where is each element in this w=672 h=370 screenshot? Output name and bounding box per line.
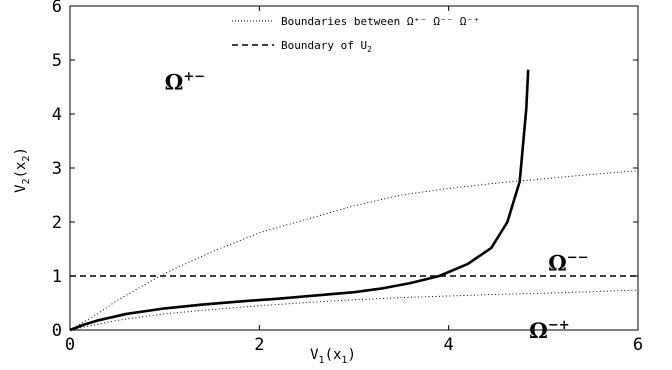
plot-marks: [69, 69, 639, 332]
y-tick-label: 4: [52, 105, 62, 125]
legend-entry-boundaries: Boundaries between Ω⁺⁻ Ω⁻⁻ Ω⁻⁺: [281, 15, 480, 28]
axis-ticks: 0 2 4 6 0 1 2 3 4 5 6: [52, 0, 643, 355]
legend: Boundaries between Ω⁺⁻ Ω⁻⁻ Ω⁻⁺ Boundary …: [232, 15, 480, 54]
x-tick-label: 6: [633, 335, 643, 355]
y-tick-label: 5: [52, 51, 62, 71]
legend-entry-u2-boundary: Boundary of U2: [281, 39, 372, 54]
plot-frame: [69, 5, 639, 331]
region-label: Ω−−: [548, 251, 589, 276]
region-label: Ω+−: [165, 70, 206, 95]
series-line-solid-bold: [69, 69, 530, 332]
x-tick-label: 0: [65, 335, 75, 355]
x-tick-label: 2: [254, 335, 264, 355]
y-tick-label: 3: [52, 159, 62, 179]
series-line-dotted: [69, 170, 639, 331]
region-label: Ω−+: [529, 318, 570, 343]
region-labels: Ω+− Ω−− Ω−+: [165, 70, 589, 343]
y-axis-label: V2(x2): [13, 147, 32, 193]
x-axis-label: V1(x1): [310, 347, 356, 366]
y-tick-label: 6: [52, 0, 62, 17]
y-tick-label: 2: [52, 213, 62, 233]
y-tick-label: 1: [52, 267, 62, 287]
x-tick-label: 4: [444, 335, 454, 355]
y-tick-label: 0: [52, 321, 62, 341]
